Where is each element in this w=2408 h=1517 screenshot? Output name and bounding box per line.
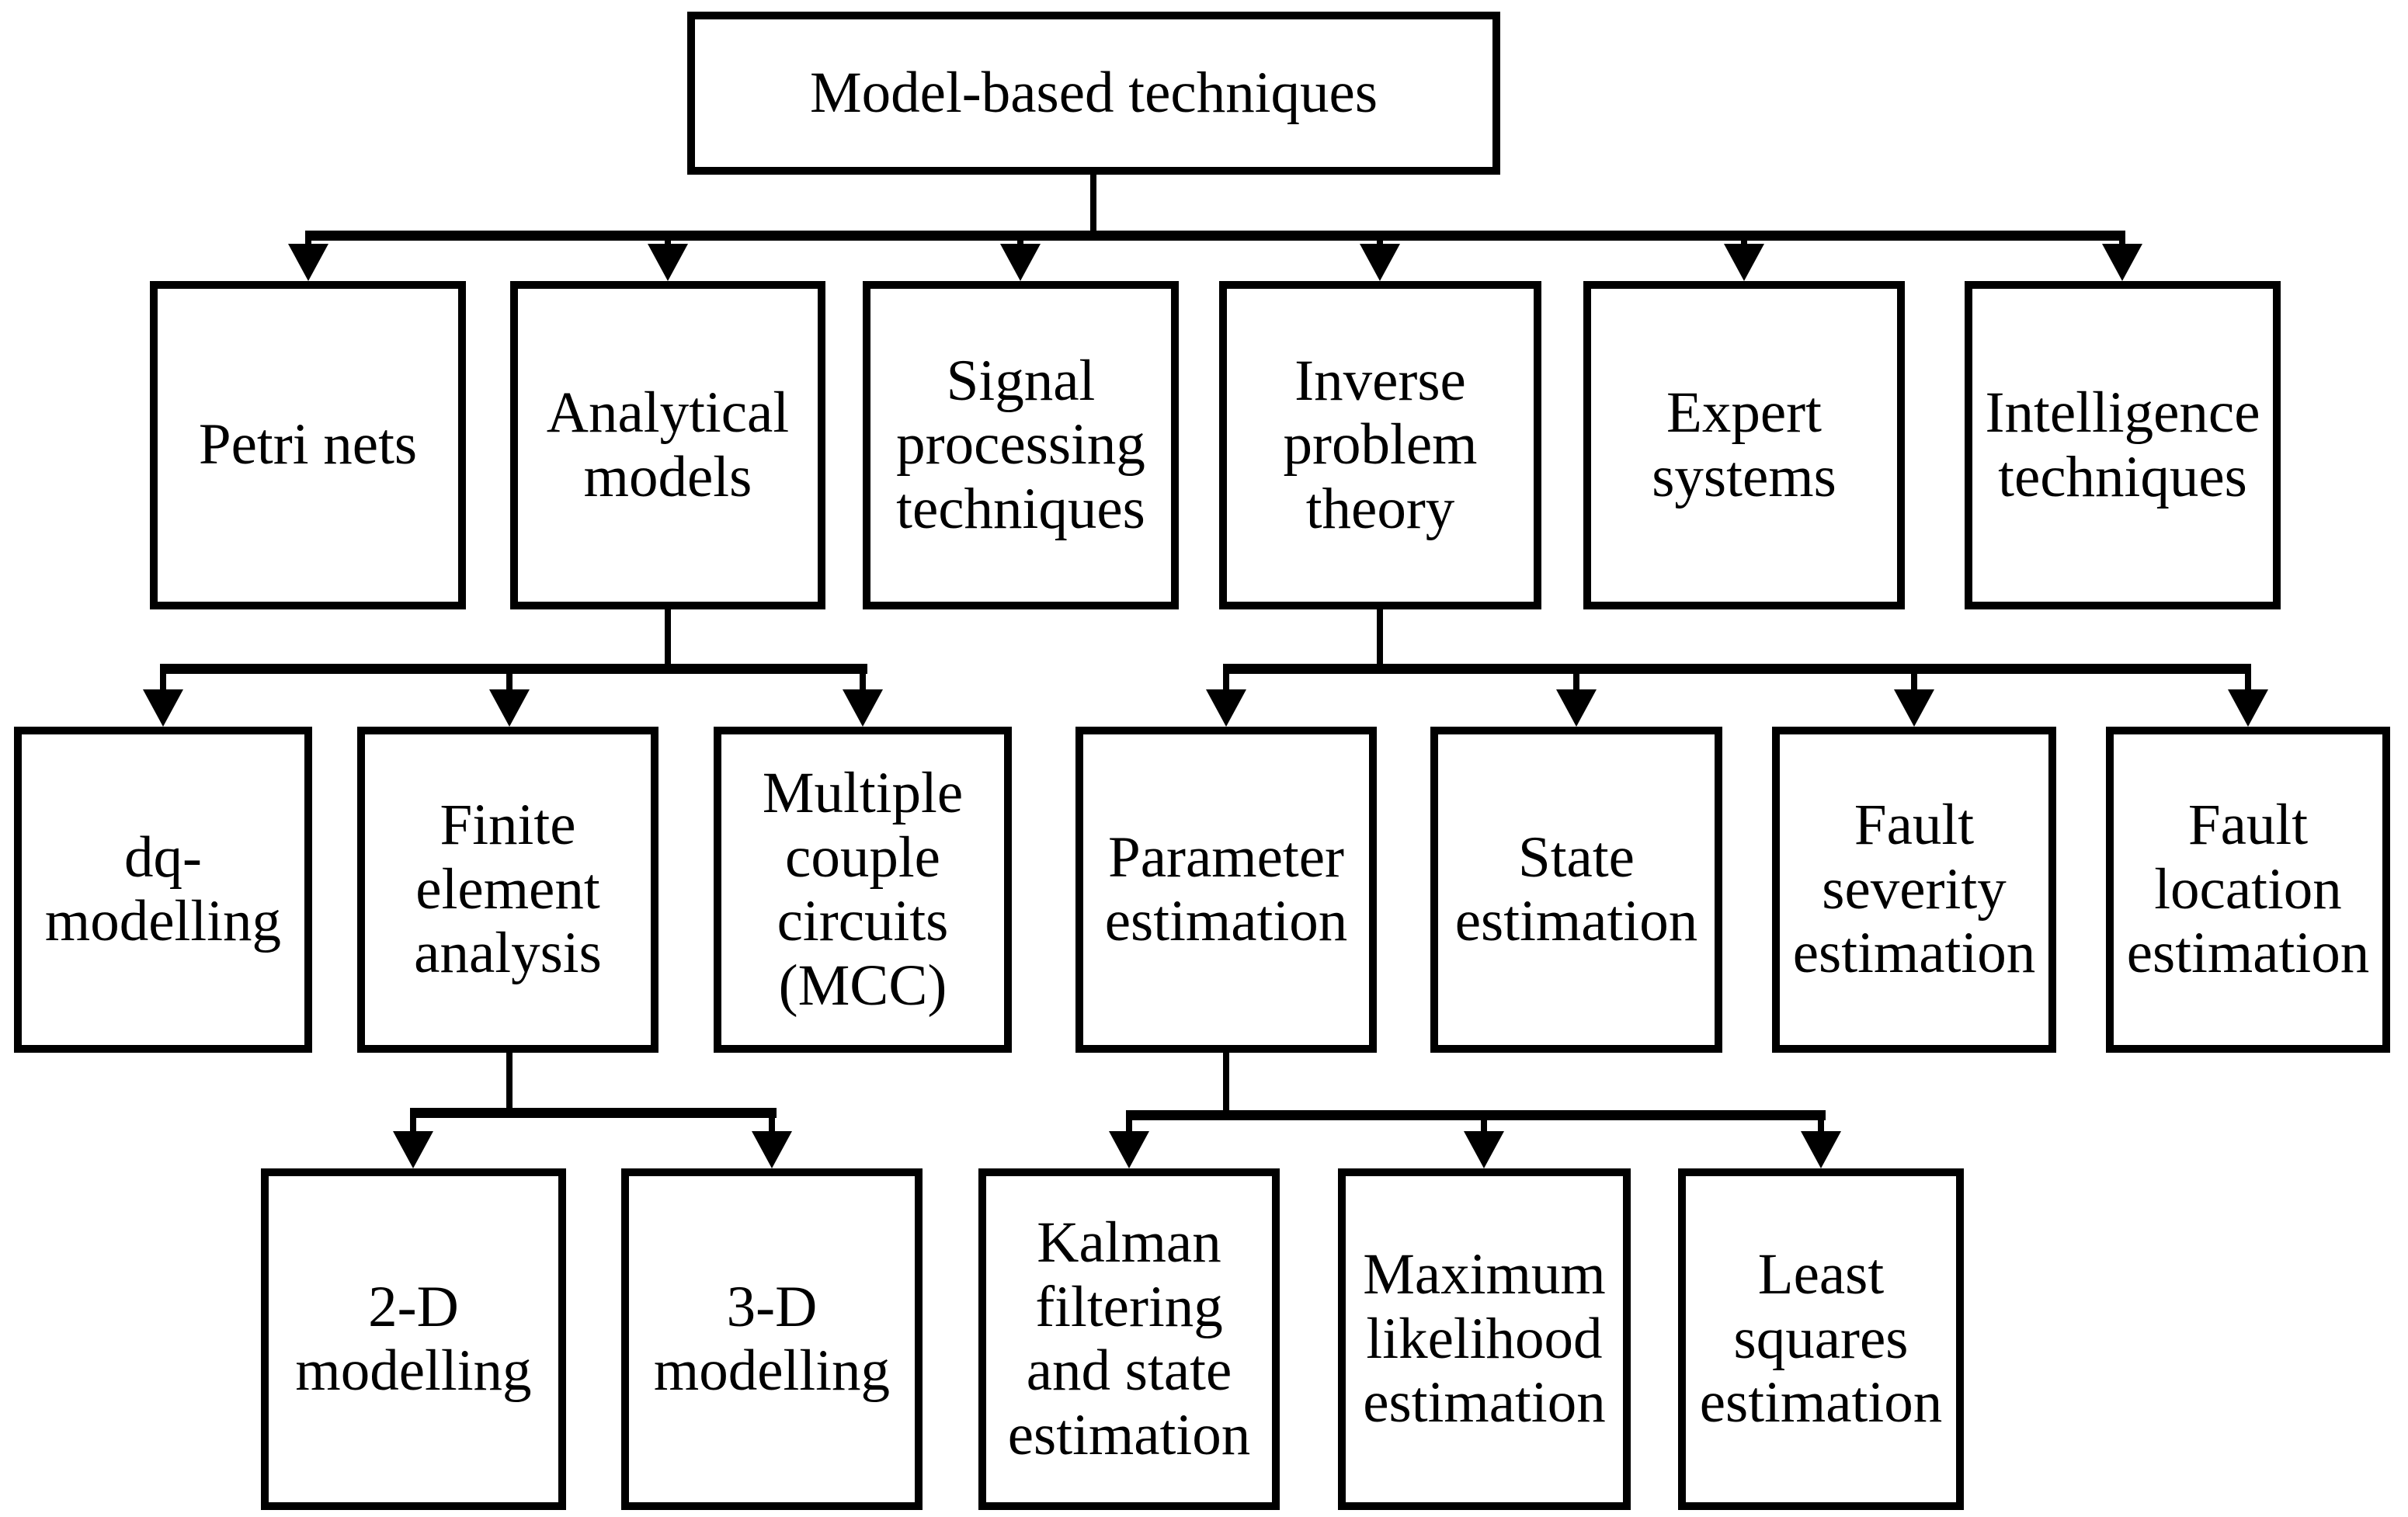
arrowhead-petri [288,244,328,281]
node-state-estimation: State estimation [1430,727,1722,1053]
arrowhead-parameter [1206,689,1246,727]
node-intelligence-techniques: Intelligence techniques [1965,281,2281,609]
node-parameter-estimation: Parameter estimation [1075,727,1377,1053]
arrowhead-finite [489,689,530,727]
connector-drop-mcc [860,672,866,694]
arrowhead-fault-location [2228,689,2268,727]
node-finite-element-analysis: Finite element analysis [357,727,658,1053]
node-dq-modelling: dq- modelling [14,727,312,1053]
connector-finite-bar [410,1108,777,1118]
connector-drop-state [1573,672,1579,694]
connector-inverse-bar [1223,664,2251,674]
node-inverse-problem-theory: Inverse problem theory [1219,281,1541,609]
arrowhead-kalman [1109,1131,1149,1168]
connector-drop-max-likelihood [1481,1119,1487,1137]
arrowhead-3d [752,1131,792,1168]
connector-drop-3d [769,1116,775,1137]
node-2d-modelling: 2-D modelling [261,1168,566,1510]
node-3d-modelling: 3-D modelling [621,1168,923,1510]
connector-drop-least-squares [1818,1119,1824,1137]
node-petri-nets: Petri nets [150,281,466,609]
node-fault-severity-estimation: Fault severity estimation [1772,727,2056,1053]
connector-parameter-stem [1223,1053,1229,1116]
node-least-squares-estimation: Least squares estimation [1678,1168,1964,1510]
connector-drop-dq [160,672,166,694]
arrowhead-analytical [648,244,688,281]
connector-drop-2d [410,1116,416,1137]
arrowhead-mcc [843,689,883,727]
arrowhead-max-likelihood [1464,1131,1504,1168]
arrowhead-inverse [1360,244,1400,281]
arrowhead-signal [1000,244,1041,281]
node-expert-systems: Expert systems [1583,281,1905,609]
arrowhead-expert [1724,244,1764,281]
connector-root-stem [1090,175,1096,235]
arrowhead-fault-severity [1894,689,1934,727]
node-maximum-likelihood-estimation: Maximum likelihood estimation [1338,1168,1631,1510]
connector-drop-finite [506,672,513,694]
arrowhead-state [1556,689,1597,727]
connector-parameter-bar [1126,1110,1826,1120]
connector-root-bar [305,231,2125,241]
node-analytical-models: Analytical models [510,281,825,609]
arrowhead-dq [143,689,183,727]
node-fault-location-estimation: Fault location estimation [2106,727,2390,1053]
node-model-based-techniques: Model-based techniques [687,12,1500,175]
connector-analytical-stem [665,609,671,670]
connector-inverse-stem [1377,609,1383,670]
connector-finite-stem [506,1053,513,1113]
connector-drop-fault-severity [1911,672,1917,694]
arrowhead-2d [393,1131,433,1168]
arrowhead-intelligence [2102,244,2142,281]
arrowhead-least-squares [1801,1131,1841,1168]
node-multiple-couple-circuits: Multiple couple circuits (MCC) [714,727,1012,1053]
connector-drop-kalman [1126,1119,1132,1137]
connector-drop-parameter [1223,672,1229,694]
node-kalman-filtering: Kalman filtering and state estimation [978,1168,1280,1510]
connector-drop-fault-location [2245,672,2251,694]
node-signal-processing-techniques: Signal processing techniques [863,281,1179,609]
connector-analytical-bar [160,664,867,674]
